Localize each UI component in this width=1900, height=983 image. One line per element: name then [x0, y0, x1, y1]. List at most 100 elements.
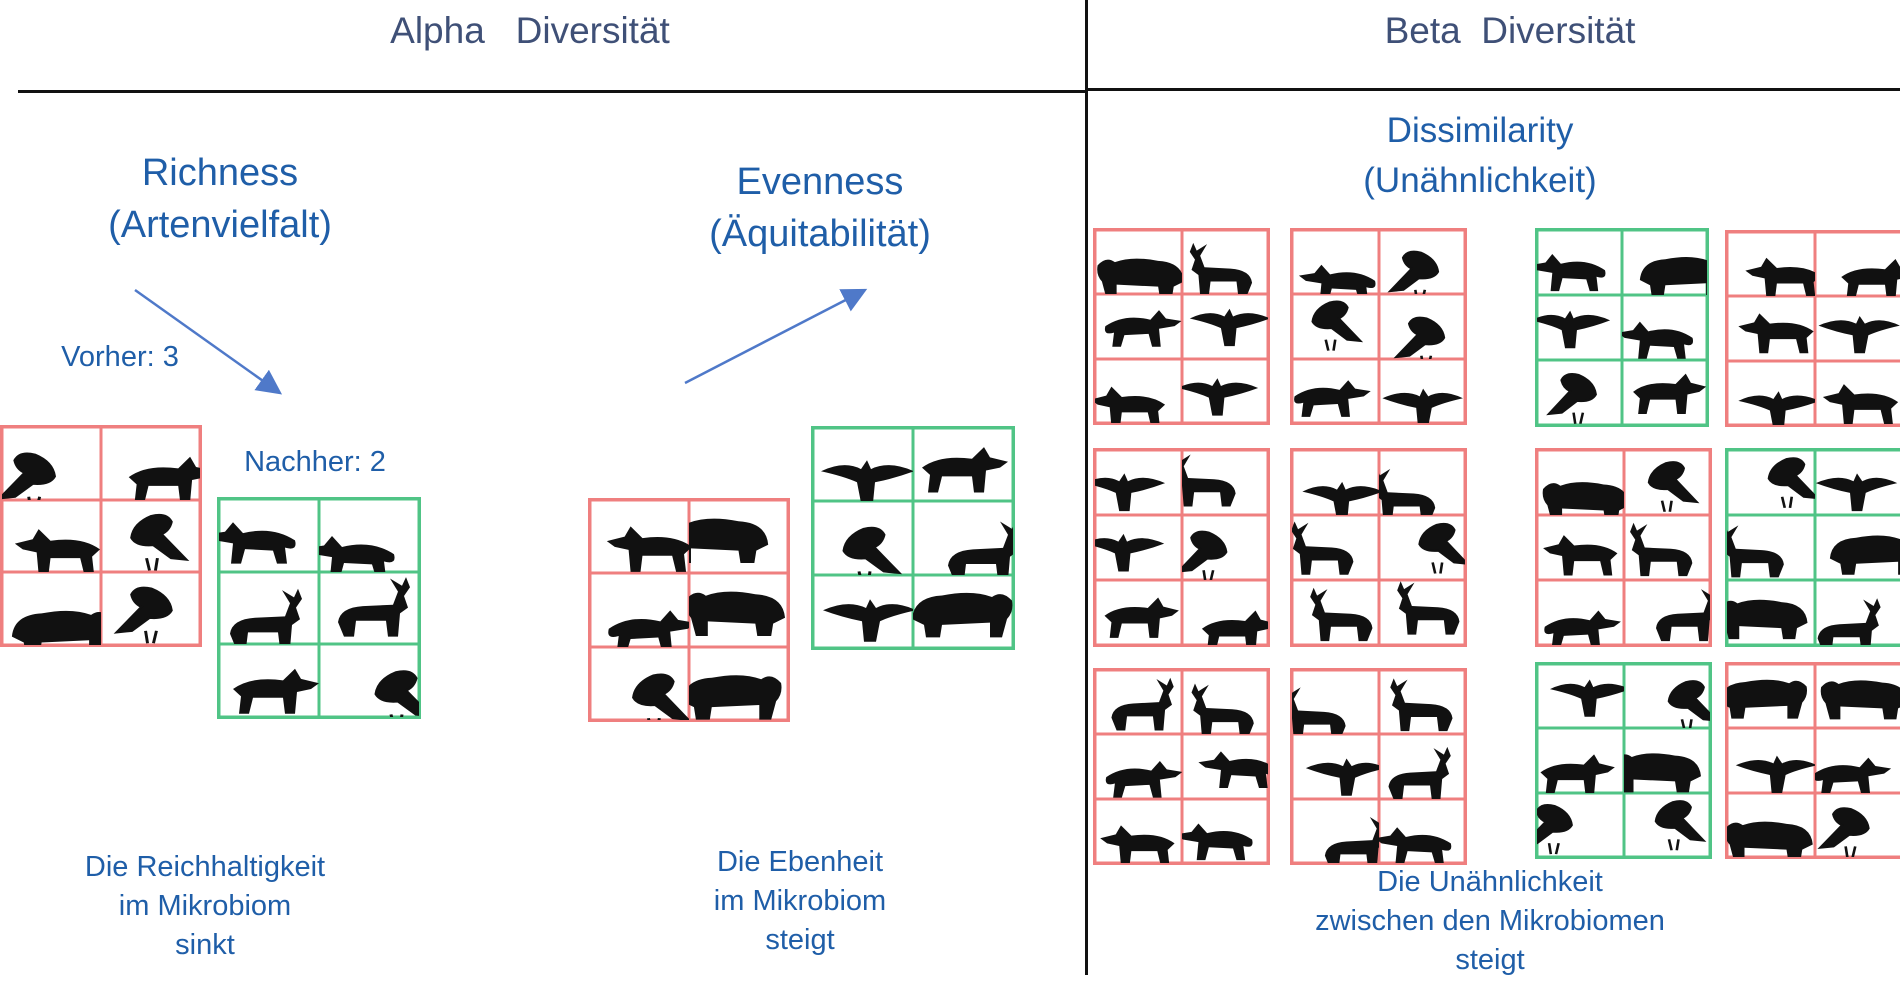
grid-cell — [1095, 580, 1182, 645]
grid-cell — [1537, 728, 1624, 793]
header-divider-right — [1088, 88, 1900, 91]
animal-silhouette-icon — [913, 592, 1013, 637]
animal-silhouette-icon — [823, 598, 913, 642]
animal-silhouette-icon — [608, 610, 689, 647]
grid-cell — [1181, 450, 1268, 515]
grid-cell — [1727, 792, 1815, 857]
beta-grid-8 — [1725, 448, 1900, 647]
grid-cell — [1292, 294, 1379, 359]
animal-silhouette-icon — [1738, 390, 1815, 425]
grid-cell — [813, 428, 913, 502]
grid-cell — [219, 499, 319, 572]
grid-cell — [1537, 792, 1624, 857]
beta-grid-7 — [1535, 448, 1712, 647]
animal-silhouette-icon — [1822, 383, 1898, 424]
grid-cell — [1095, 450, 1182, 515]
animal-silhouette-icon — [1191, 683, 1254, 735]
section-divider — [1085, 0, 1088, 975]
grid-cell — [101, 427, 200, 500]
animal-silhouette-icon — [2, 452, 56, 500]
animal-silhouette-icon — [1820, 680, 1900, 720]
animal-silhouette-icon — [1815, 473, 1897, 512]
grid-cell — [1181, 798, 1268, 863]
grid-cell — [1095, 294, 1182, 359]
animal-silhouette-icon — [1655, 589, 1710, 642]
animal-silhouette-icon — [1629, 522, 1692, 577]
animal-silhouette-icon — [219, 522, 296, 564]
beta-grid-10 — [1290, 668, 1467, 865]
animal-silhouette-icon — [1543, 535, 1618, 576]
animal-silhouette-icon — [1302, 481, 1379, 515]
grid-cell — [590, 573, 689, 647]
grid-cell — [1537, 450, 1624, 515]
animal-silhouette-icon — [1840, 259, 1900, 297]
animal-silhouette-icon — [1767, 457, 1815, 509]
grid-cell — [319, 499, 419, 572]
animal-silhouette-icon — [374, 670, 419, 717]
animal-silhouette-icon — [1298, 264, 1376, 295]
grid-cell — [813, 501, 913, 575]
animal-silhouette-icon — [230, 588, 302, 645]
animal-silhouette-icon — [1105, 761, 1182, 799]
grid-cell — [319, 571, 419, 645]
animal-silhouette-icon — [1181, 530, 1227, 580]
animal-silhouette-icon — [1540, 754, 1615, 793]
grid-cell — [2, 572, 101, 645]
animal-silhouette-icon — [1189, 242, 1252, 295]
animal-silhouette-icon — [948, 521, 1013, 575]
grid-cell — [590, 646, 689, 720]
grid-cell — [689, 646, 788, 720]
grid-cell — [1378, 358, 1465, 423]
animal-silhouette-icon — [1537, 310, 1611, 349]
animal-silhouette-icon — [1622, 321, 1693, 359]
animal-silhouette-icon — [1829, 535, 1900, 575]
animal-silhouette-icon — [1386, 250, 1439, 295]
grid-cell — [1181, 230, 1268, 295]
grid-cell — [1181, 670, 1268, 735]
grid-cell — [1292, 515, 1379, 580]
grid-cell — [1181, 294, 1268, 359]
animal-silhouette-icon — [821, 460, 913, 502]
grid-cell — [1623, 728, 1710, 793]
grid-cell — [1537, 360, 1622, 425]
beta-grid-11 — [1535, 662, 1712, 859]
grid-cell — [101, 499, 200, 573]
grid-cell — [1814, 296, 1900, 361]
richness-after-grid — [217, 497, 421, 719]
animal-silhouette-icon — [1310, 587, 1373, 642]
beta-grid-9 — [1093, 668, 1270, 865]
animal-silhouette-icon — [1294, 379, 1371, 417]
grid-cell — [1537, 515, 1624, 580]
grid-cell — [1378, 515, 1465, 580]
grid-cell — [1095, 358, 1182, 423]
animal-silhouette-icon — [1544, 610, 1621, 645]
animal-silhouette-icon — [1818, 316, 1900, 354]
grid-cell — [1537, 580, 1624, 645]
beta-diversity-header: Beta Diversität — [1384, 10, 1636, 51]
grid-cell — [1095, 515, 1182, 580]
animal-silhouette-icon — [1537, 803, 1573, 854]
animal-silhouette-icon — [1727, 525, 1784, 578]
grid-cell — [1814, 580, 1900, 645]
grid-cell — [1378, 294, 1465, 359]
grid-cell — [1378, 450, 1465, 515]
grid-cell — [1095, 230, 1182, 295]
evenness-title: Evenness (Äquitabilität) — [709, 161, 931, 255]
grid-cell — [1814, 792, 1900, 857]
richness-title: Richness (Artenvielfalt) — [108, 152, 332, 246]
animal-silhouette-icon — [128, 456, 200, 500]
animal-silhouette-icon — [1388, 747, 1451, 799]
grid-cell — [1622, 295, 1707, 360]
animal-silhouette-icon — [1181, 823, 1252, 860]
animal-silhouette-icon — [1378, 468, 1435, 515]
beta-grid-12 — [1725, 662, 1900, 859]
grid-cell — [1378, 230, 1465, 295]
animal-silhouette-icon — [922, 447, 1008, 493]
animal-silhouette-icon — [1727, 679, 1808, 719]
grid-cell — [219, 571, 319, 645]
grid-cell — [1727, 232, 1815, 297]
alpha-diversity-header: Alpha Diversität — [390, 10, 670, 51]
animal-silhouette-icon — [1549, 679, 1624, 717]
beta-grid-1 — [1093, 228, 1270, 425]
grid-cell — [1095, 670, 1182, 735]
